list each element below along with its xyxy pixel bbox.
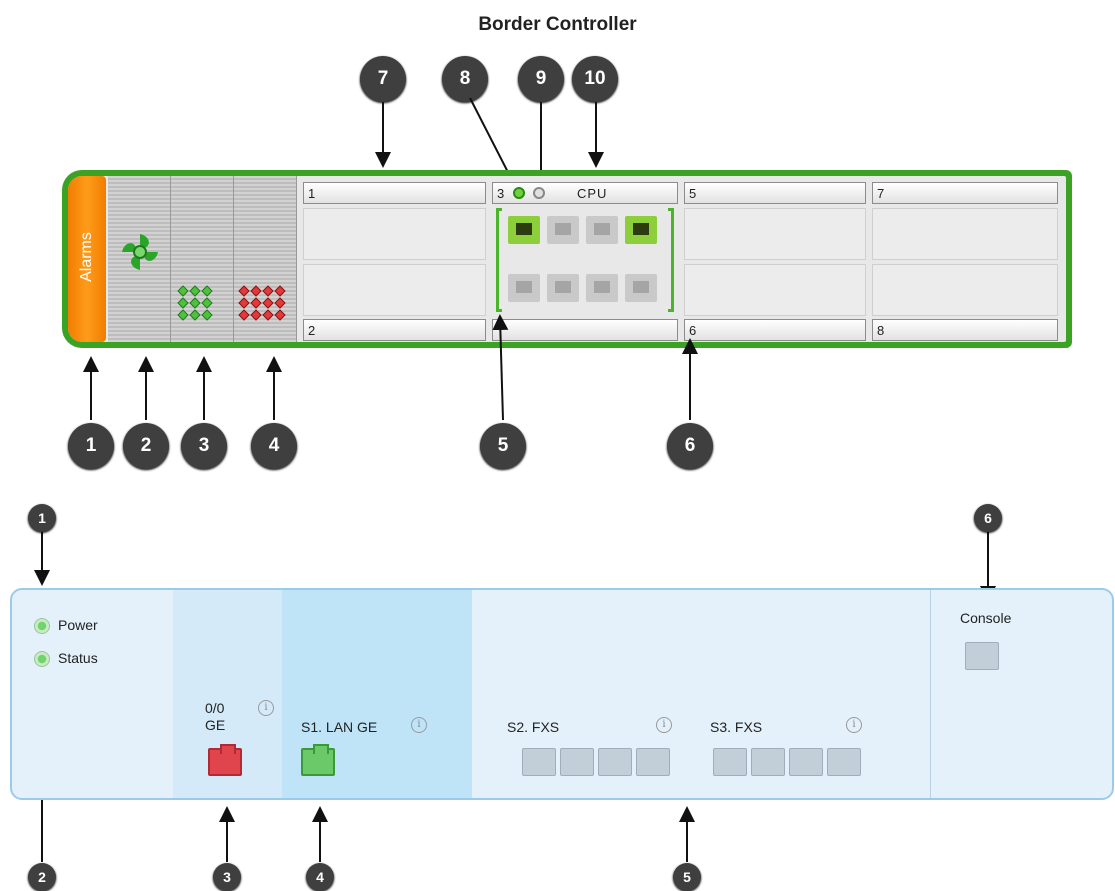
ge-port[interactable]	[208, 744, 242, 776]
callout-2: 2	[123, 423, 169, 469]
console-port[interactable]	[965, 642, 999, 670]
callout-9: 9	[518, 56, 564, 102]
page-title: Border Controller	[478, 14, 637, 35]
ethernet-port-4[interactable]	[625, 216, 657, 244]
slot-7-label[interactable]: 7	[872, 182, 1058, 204]
fxs2-port-3[interactable]	[598, 748, 632, 776]
panel-callout-4: 4	[306, 863, 334, 891]
fan-icon	[122, 234, 158, 270]
ethernet-port-1[interactable]	[508, 216, 540, 244]
device-front-panel: Power Status 0/0 i GE S1. LAN GE i S2. F…	[10, 588, 1114, 800]
slot-2-label[interactable]: 2	[303, 319, 486, 341]
power-supply-2[interactable]	[234, 176, 297, 342]
ethernet-port-2[interactable]	[547, 216, 579, 244]
psu-fail-icon	[238, 285, 286, 321]
slot-8-area[interactable]	[872, 264, 1058, 316]
callout-7: 7	[360, 56, 406, 102]
panel-callout-2: 2	[28, 863, 56, 891]
slot-3-number: 3	[497, 186, 505, 201]
power-label: Power	[58, 617, 98, 633]
callout-6: 6	[667, 423, 713, 469]
slot-1-area[interactable]	[303, 208, 486, 260]
callout-5: 5	[480, 423, 526, 469]
callout-10: 10	[572, 56, 618, 102]
status-led	[34, 651, 50, 667]
slot-8-label[interactable]: 8	[872, 319, 1058, 341]
lan-info-icon[interactable]: i	[411, 717, 427, 733]
fxs3-port-1[interactable]	[713, 748, 747, 776]
panel-callout-3: 3	[213, 863, 241, 891]
fxs3-port-3[interactable]	[789, 748, 823, 776]
power-supply-1[interactable]	[171, 176, 234, 342]
fxs2-label: S2. FXS	[507, 719, 560, 735]
ethernet-port-3[interactable]	[586, 216, 618, 244]
fxs3-info-icon[interactable]: i	[846, 717, 862, 733]
power-led	[34, 618, 50, 634]
alarms-button[interactable]: Alarms	[68, 176, 106, 342]
fan-module[interactable]	[108, 176, 171, 342]
slot-6-area[interactable]	[684, 264, 866, 316]
cpu-module[interactable]	[492, 208, 678, 316]
status-label: Status	[58, 650, 98, 666]
fxs2-port-1[interactable]	[522, 748, 556, 776]
console-label: Console	[960, 610, 1012, 626]
cpu-label: CPU	[577, 186, 608, 201]
ethernet-port-6[interactable]	[547, 274, 579, 302]
psu-ok-icon	[177, 285, 213, 321]
callout-3: 3	[181, 423, 227, 469]
chassis: Alarms	[62, 170, 1072, 348]
lan-label: S1. LAN GE	[301, 719, 378, 735]
panel-callout-6: 6	[974, 504, 1002, 532]
callout-8: 8	[442, 56, 488, 102]
status-led-gray	[533, 187, 545, 199]
callout-1: 1	[68, 423, 114, 469]
callout-4: 4	[251, 423, 297, 469]
ge-label: GE	[205, 717, 226, 733]
fxs2-port-4[interactable]	[636, 748, 670, 776]
ethernet-port-7[interactable]	[586, 274, 618, 302]
slot-6-label[interactable]: 6	[684, 319, 866, 341]
fxs2-info-icon[interactable]: i	[656, 717, 672, 733]
ge-slot-label: 0/0	[205, 700, 225, 716]
slot-5-area[interactable]	[684, 208, 866, 260]
panel-callout-5: 5	[673, 863, 701, 891]
slot-5-label[interactable]: 5	[684, 182, 866, 204]
fxs3-label: S3. FXS	[710, 719, 763, 735]
panel-callout-1: 1	[28, 504, 56, 532]
status-led-green	[513, 187, 525, 199]
fxs3-port-4[interactable]	[827, 748, 861, 776]
ethernet-port-5[interactable]	[508, 274, 540, 302]
slot-2-area[interactable]	[303, 264, 486, 316]
fxs3-port-2[interactable]	[751, 748, 785, 776]
ge-info-icon[interactable]: i	[258, 700, 274, 716]
fxs2-port-2[interactable]	[560, 748, 594, 776]
ethernet-port-8[interactable]	[625, 274, 657, 302]
slot-7-area[interactable]	[872, 208, 1058, 260]
lan-port[interactable]	[301, 744, 335, 776]
slot-1-label[interactable]: 1	[303, 182, 486, 204]
